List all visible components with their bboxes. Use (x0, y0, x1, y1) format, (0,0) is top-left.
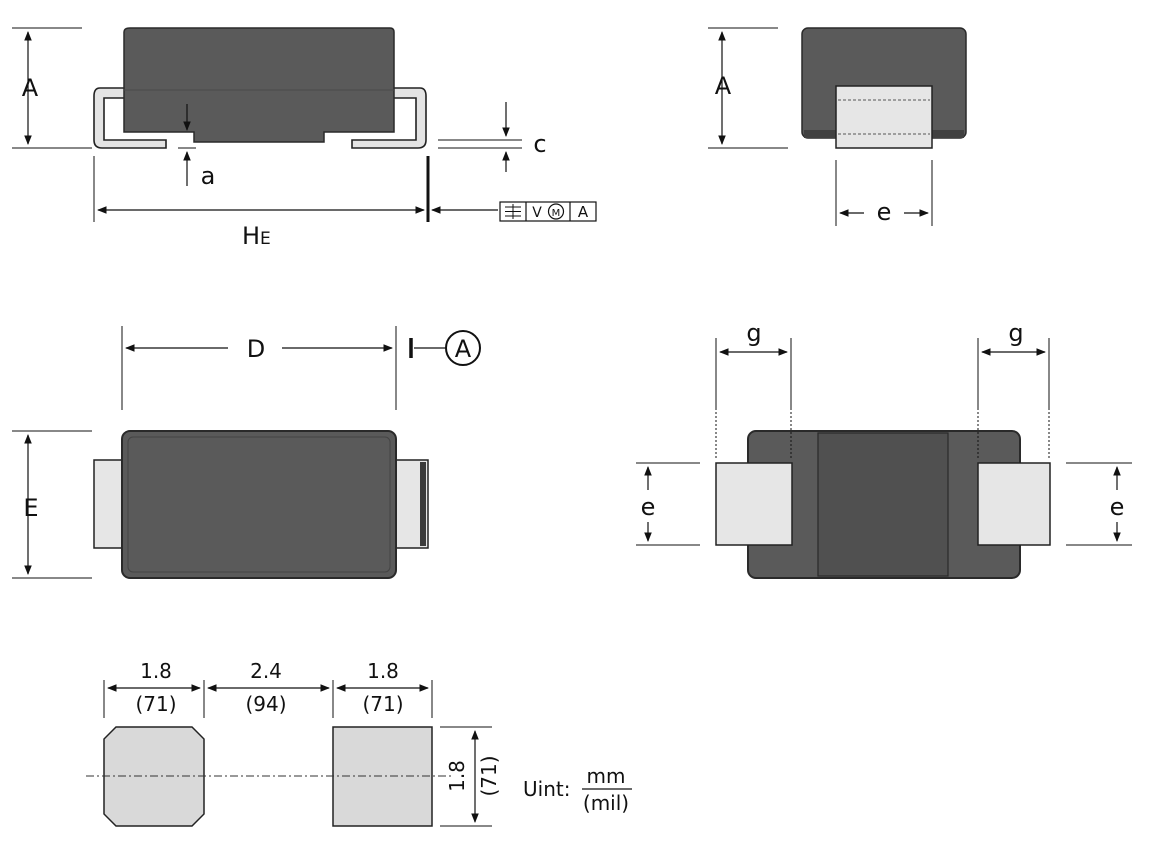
dim-label-A: A (22, 74, 39, 102)
pad-height-mm: 1.8 (445, 760, 469, 792)
dim-label-A-end: A (715, 72, 732, 100)
pad-width-mm: 1.8 (140, 659, 172, 683)
tolerance-modifier: M (552, 208, 561, 219)
pad-width2-mil: (71) (362, 692, 403, 716)
side-view: A a c HE V M (12, 27, 597, 250)
gap-mm: 2.4 (250, 659, 282, 683)
dim-label-g-right: g (1008, 319, 1023, 347)
datum-label: A (455, 335, 472, 363)
end-terminal (835, 85, 933, 149)
top-body (121, 430, 397, 579)
dim-label-E: E (23, 494, 38, 522)
dim-label-e-left: e (641, 493, 656, 521)
bottom-right-terminal (977, 462, 1051, 546)
right-lead (351, 87, 427, 149)
dim-label-HE: HE (242, 222, 271, 250)
datum-circle-icon (445, 330, 481, 366)
side-body (123, 27, 395, 143)
pad-height-mil: (71) (477, 755, 501, 796)
gap-mil: (94) (245, 692, 286, 716)
units-denominator: (mil) (583, 791, 629, 815)
tolerance-datum: A (578, 203, 589, 221)
tolerance-value: V (532, 205, 542, 221)
dim-label-a: a (201, 162, 216, 190)
bottom-view: g g e e (636, 319, 1132, 579)
dim-label-D: D (247, 335, 265, 363)
pad-width-mil: (71) (135, 692, 176, 716)
units-label: Uint: (523, 777, 570, 801)
top-view: D A E (12, 326, 481, 579)
dim-label-c: c (533, 130, 546, 158)
bottom-left-terminal (715, 462, 793, 546)
end-view: A e (708, 27, 967, 226)
left-lead (93, 87, 167, 149)
bottom-center-band (817, 432, 949, 577)
dim-label-e-top: e (877, 198, 892, 226)
position-symbol-icon (505, 204, 521, 219)
units-numerator: mm (587, 764, 626, 788)
dim-label-g-left: g (746, 319, 761, 347)
footprint: 1.8 (71) 2.4 (94) 1.8 (71) 1.8 (71) Uint… (86, 659, 632, 827)
pad-width2-mm: 1.8 (367, 659, 399, 683)
tolerance-frame: V M A (499, 201, 597, 222)
mmc-modifier-icon (547, 203, 565, 220)
dim-label-e-right: e (1110, 493, 1125, 521)
